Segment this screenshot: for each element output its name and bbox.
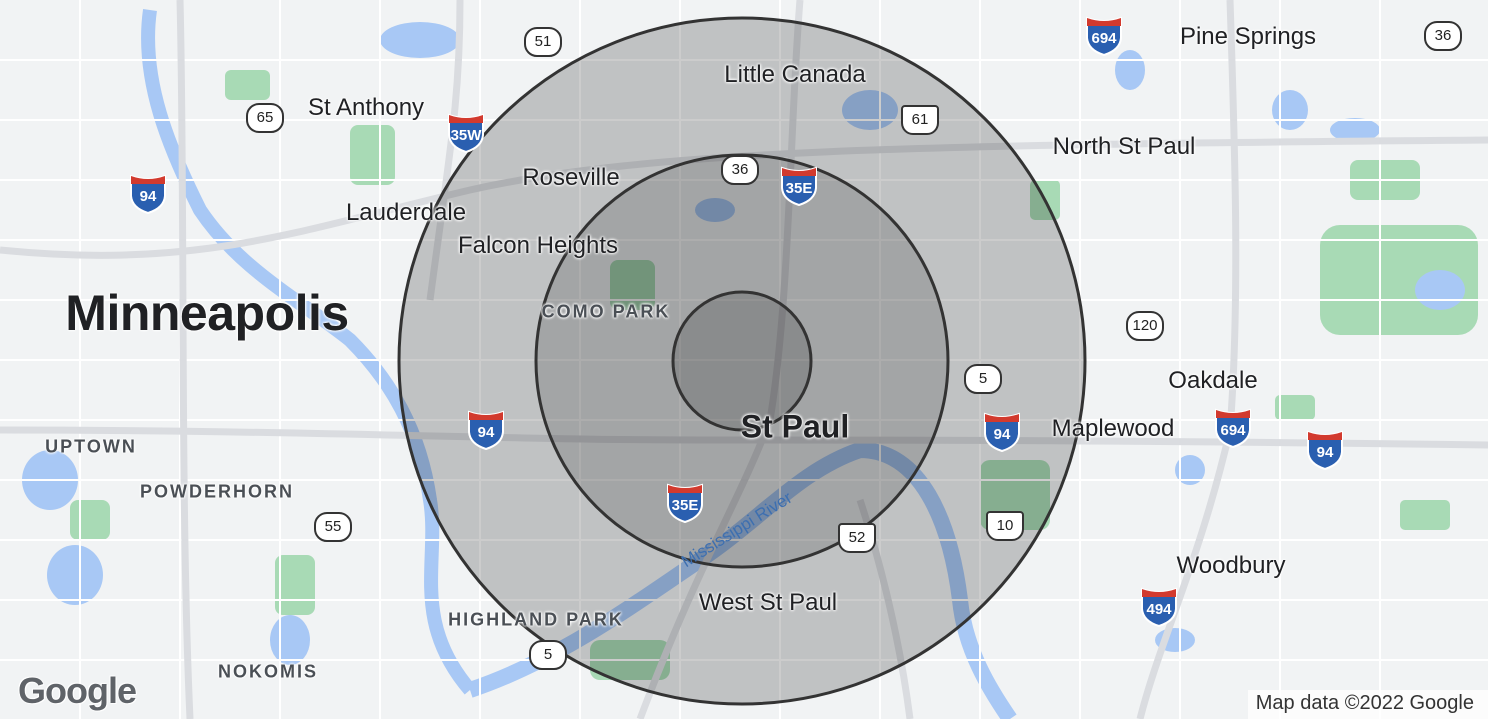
route-5-shield: 5 — [964, 364, 1002, 394]
route-10-shield: 10 — [986, 511, 1024, 541]
outer-radius-ring — [397, 16, 1087, 706]
route-5-shield: 5 — [529, 640, 567, 670]
interstate-94-shield: 94 — [982, 412, 1022, 452]
label-minneapolis: Minneapolis — [65, 285, 349, 341]
inner-radius-ring — [671, 290, 813, 432]
label-west-st-paul: West St Paul — [698, 589, 838, 616]
interstate-694-shield: 694 — [1084, 16, 1124, 56]
route-61-shield: 61 — [901, 105, 939, 135]
interstate-35e-shield: 35E — [665, 483, 705, 523]
map-attribution[interactable]: Map data ©2022 Google — [1247, 690, 1488, 719]
label-powderhorn: POWDERHORN — [140, 481, 294, 502]
route-65-shield: 65 — [246, 103, 284, 133]
label-pine-springs: Pine Springs — [1179, 23, 1317, 50]
route-36-shield: 36 — [721, 155, 759, 185]
label-oakdale: Oakdale — [1168, 367, 1258, 394]
label-little-canada: Little Canada — [724, 61, 866, 88]
label-north-st-paul: North St Paul — [1052, 133, 1196, 160]
label-uptown: UPTOWN — [45, 436, 137, 457]
interstate-94-shield: 94 — [466, 410, 506, 450]
route-120-shield: 120 — [1126, 311, 1164, 341]
label-falcon-heights: Falcon Heights — [457, 232, 619, 259]
label-nokomis: NOKOMIS — [217, 661, 319, 682]
route-51-shield: 51 — [524, 27, 562, 57]
radius-rings — [397, 16, 1087, 706]
label-st-anthony: St Anthony — [307, 94, 425, 121]
label-woodbury: Woodbury — [1176, 552, 1286, 579]
label-como-park: COMO PARK — [541, 301, 671, 322]
route-52-shield: 52 — [838, 523, 876, 553]
label-lauderdale: Lauderdale — [345, 199, 467, 226]
google-logo: Google — [18, 670, 137, 711]
interstate-35w-shield: 35W — [446, 113, 486, 153]
route-36-shield: 36 — [1424, 21, 1462, 51]
interstate-35e-shield: 35E — [779, 166, 819, 206]
route-55-shield: 55 — [314, 512, 352, 542]
interstate-94-shield: 94 — [1305, 430, 1345, 470]
interstate-494-shield: 494 — [1139, 587, 1179, 627]
label-highland-park: HIGHLAND PARK — [448, 609, 624, 630]
interstate-694-shield: 694 — [1213, 408, 1253, 448]
label-st-paul: St Paul — [740, 408, 850, 445]
label-maplewood: Maplewood — [1051, 415, 1175, 442]
interstate-94-shield: 94 — [128, 174, 168, 214]
label-roseville: Roseville — [522, 164, 620, 191]
